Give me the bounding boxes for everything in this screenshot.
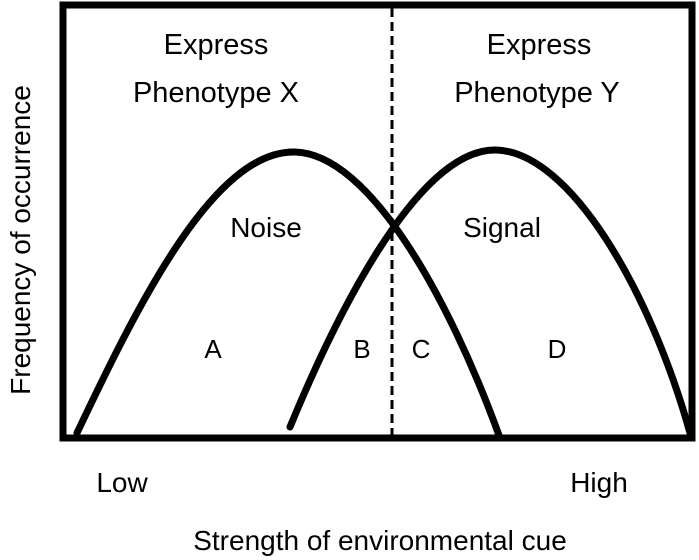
region-d-label: D bbox=[548, 334, 567, 364]
noise-curve bbox=[73, 148, 504, 442]
x-axis-label: Strength of environmental cue bbox=[193, 525, 567, 556]
signal-label: Signal bbox=[463, 212, 541, 243]
region-b-label: B bbox=[353, 334, 370, 364]
x-high-label: High bbox=[570, 467, 628, 498]
signal-curve bbox=[286, 146, 694, 437]
phenotype-y-line2: Phenotype Y bbox=[454, 77, 620, 109]
x-low-label: Low bbox=[96, 467, 148, 498]
phenotype-x-line1: Express bbox=[164, 29, 269, 61]
y-axis-label: Frequency of occurrence bbox=[5, 85, 36, 395]
region-a-label: A bbox=[204, 334, 222, 364]
phenotype-x-line2: Phenotype X bbox=[133, 77, 299, 109]
region-c-label: C bbox=[412, 334, 431, 364]
noise-label: Noise bbox=[230, 212, 302, 243]
phenotype-y-line1: Express bbox=[487, 29, 592, 61]
plot-frame bbox=[59, 1, 696, 442]
